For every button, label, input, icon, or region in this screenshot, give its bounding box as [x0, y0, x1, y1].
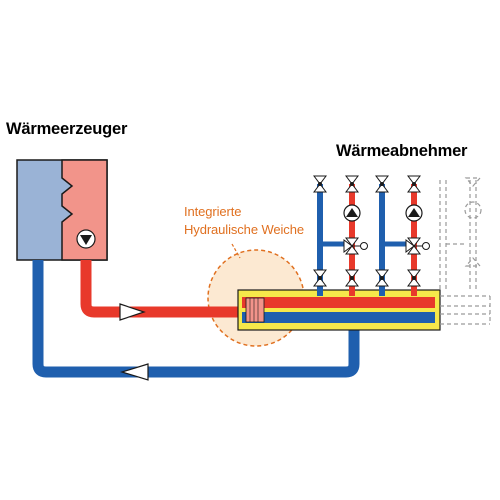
- heat-generator: [16, 159, 108, 261]
- shutoff-valve-handle: [318, 182, 416, 186]
- primary-return-pipe: [32, 260, 360, 378]
- shutoff-valve-icon: [313, 269, 421, 287]
- heat-consumers-label: Wärmeabnehmer: [336, 142, 468, 160]
- mixing-valve-icon: [343, 237, 368, 255]
- hydraulic-separator-insert: [245, 297, 265, 323]
- manifold-extension-dashed: [440, 295, 491, 325]
- consumer-circuit-optional-dashed: [439, 177, 482, 290]
- callout-leader-line: [231, 243, 241, 259]
- return-flow-arrow-icon: [119, 363, 149, 381]
- pump-icon: [343, 204, 361, 222]
- primary-supply-pipe: [80, 260, 246, 318]
- mixing-valve-icon: [405, 237, 430, 255]
- heat-generator-label: Wärmeerzeuger: [6, 120, 128, 138]
- pump-icon: [405, 204, 423, 222]
- callout-label-line2: Hydraulische Weiche: [184, 222, 304, 237]
- distribution-manifold: [237, 289, 441, 331]
- callout-label-line1: Integrierte: [184, 204, 242, 219]
- shutoff-valve-handle: [318, 276, 416, 280]
- pump-icon: [76, 229, 96, 249]
- shutoff-valve-icon: [313, 175, 421, 193]
- supply-flow-arrow-icon: [119, 303, 146, 321]
